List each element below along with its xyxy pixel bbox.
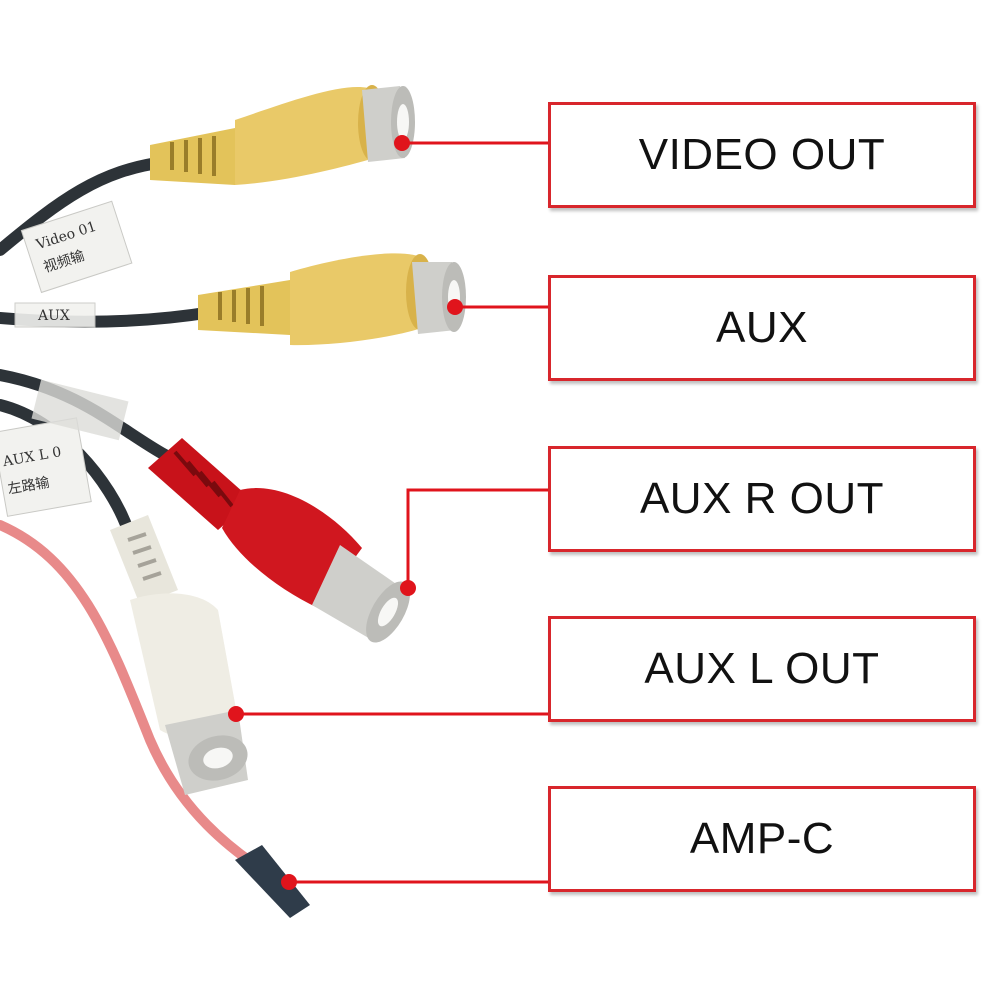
video-out-label-box: VIDEO OUT (548, 102, 976, 208)
video-out-yellow-plug (150, 85, 415, 185)
leader-dots (228, 135, 463, 890)
video-cable-tag: Video 01 视频输 (20, 200, 133, 294)
leader-line-aux-r-out (406, 488, 548, 588)
aux-r-out-red-plug (148, 438, 410, 643)
amp-c-wire-end (235, 845, 310, 918)
aux-l-out-label: AUX L OUT (644, 644, 880, 693)
aux-cable-tag: AUX (14, 302, 96, 328)
amp-c-wire (0, 520, 280, 883)
aux-l-out-white-plug (110, 515, 248, 795)
aux-r-cable-sleeve (31, 379, 129, 441)
aux-l-out-label-box: AUX L OUT (548, 616, 976, 722)
aux-r-out-label: AUX R OUT (639, 474, 885, 523)
video-out-label: VIDEO OUT (638, 130, 886, 179)
aux-l-cable-tag: AUX L 0 左路输 (0, 417, 92, 517)
amp-c-label: AMP-C (689, 814, 835, 863)
aux-tag-text: AUX (37, 308, 70, 324)
leader-dot-aux-l-out (228, 706, 244, 722)
video-cable (0, 156, 171, 256)
amp-c-label-box: AMP-C (548, 786, 976, 892)
aux-label-box: AUX (548, 275, 976, 381)
aux-l-tag-cn-text: 左路输 (7, 475, 51, 498)
aux-yellow-plug (198, 253, 466, 346)
leader-dot-amp-c (281, 874, 297, 890)
leader-lines (236, 141, 548, 884)
leader-dot-aux-r-out (400, 580, 416, 596)
aux-r-out-label-box: AUX R OUT (548, 446, 976, 552)
leader-dot-aux (447, 299, 463, 315)
aux-label: AUX (716, 303, 808, 352)
leader-dot-video-out (394, 135, 410, 151)
